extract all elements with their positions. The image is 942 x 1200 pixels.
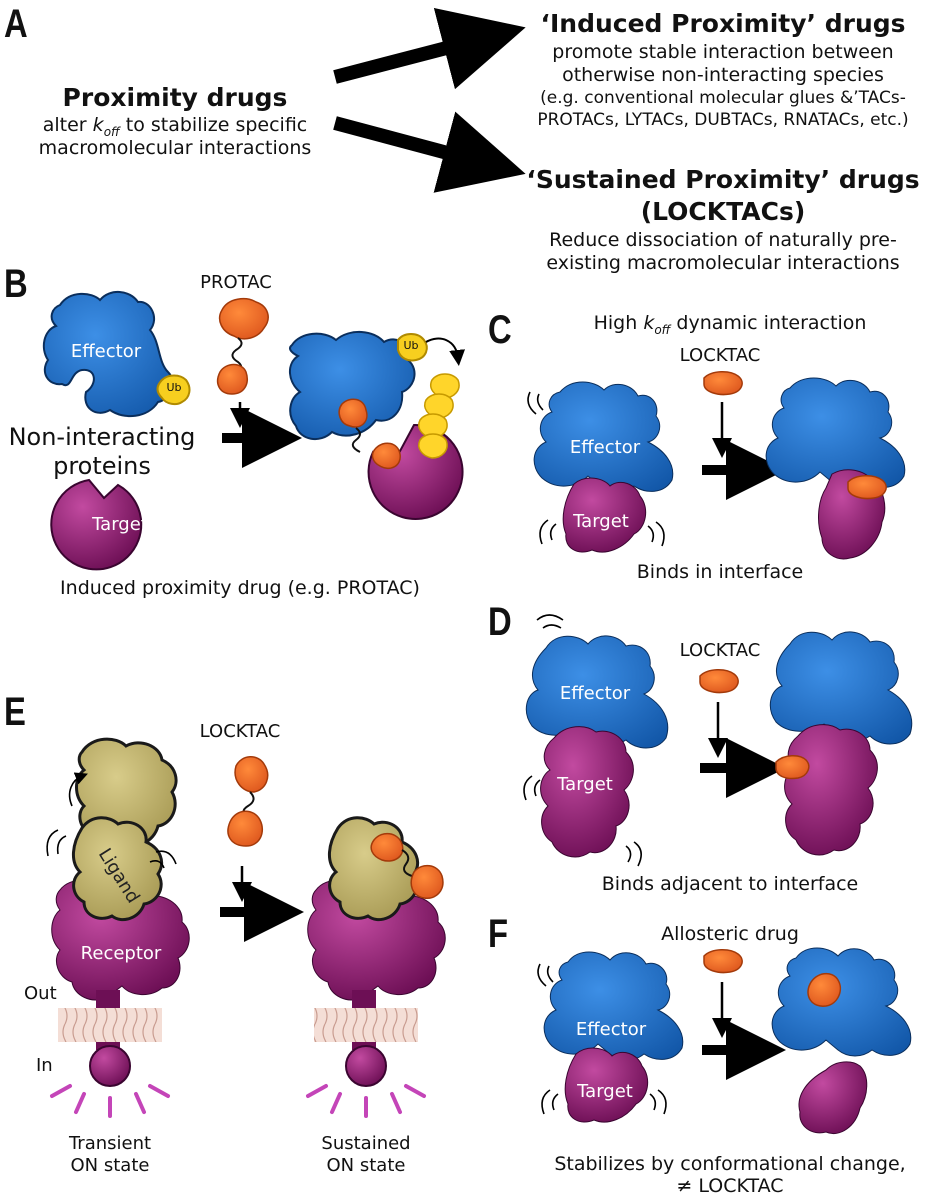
effector-label-d: Effector	[559, 683, 631, 704]
target-label-b: Target	[92, 514, 148, 535]
effector-protein-b-right	[289, 331, 416, 441]
ligand-bound-left	[72, 816, 163, 921]
locktac-label-c: LOCKTAC	[679, 345, 761, 366]
protac-warhead-top	[218, 297, 269, 340]
panel-d-caption: Binds adjacent to interface	[601, 873, 859, 895]
membrane-right	[314, 1008, 418, 1042]
non-interacting-label-1: Non-interacting	[8, 423, 196, 451]
effector-protein-f-left	[543, 951, 684, 1061]
allosteric-drug-small	[703, 949, 743, 974]
left-state-line1: Transient	[68, 1133, 152, 1154]
sustained-proximity-desc-2: existing macromolecular interactions	[546, 252, 900, 274]
induced-proximity-desc-4: PROTACs, LYTACs, DUBTACs, RNATACs, etc.)	[537, 110, 909, 130]
effector-protein-b-left	[42, 291, 174, 418]
effector-protein-d-left	[525, 635, 669, 749]
panel-c-title: High koff dynamic interaction	[593, 312, 867, 337]
ub-label-right: Ub	[403, 339, 419, 352]
protac-label: PROTAC	[200, 272, 272, 293]
protac-warhead-bottom	[216, 363, 248, 395]
panel-b-graphics	[42, 291, 466, 571]
membrane-left	[58, 1008, 162, 1042]
sustained-proximity-title: ‘Sustained Proximity’ drugs	[526, 165, 920, 194]
allosteric-drug-label: Allosteric drug	[661, 923, 799, 945]
target-protein-b-left	[50, 478, 143, 571]
panel-f-caption-1: Stabilizes by conformational change,	[554, 1153, 906, 1175]
panel-f-graphics	[537, 947, 912, 1134]
locktacs-title: (LOCKTACs)	[640, 197, 806, 226]
ub-icon-left	[156, 374, 191, 406]
out-label: Out	[24, 983, 57, 1004]
target-label-c: Target	[573, 511, 629, 532]
non-interacting-label-2: proteins	[53, 452, 151, 480]
target-label-f: Target	[577, 1081, 633, 1102]
proximity-drugs-subtitle-line1: alter koff to stabilize specific	[42, 114, 308, 139]
panel-e-graphics	[46, 737, 446, 1118]
effector-protein-c-left	[533, 381, 674, 493]
target-label-d: Target	[557, 774, 613, 795]
proximity-drugs-subtitle-line2: macromolecular interactions	[38, 137, 312, 159]
effector-label-b: Effector	[70, 341, 142, 362]
locktac-label-d: LOCKTAC	[679, 640, 761, 661]
right-state-line2: ON state	[326, 1155, 406, 1176]
right-state-line1: Sustained	[321, 1133, 411, 1154]
intracellular-domain-left	[89, 1045, 131, 1087]
sustained-proximity-desc-1: Reduce dissociation of naturally pre-	[549, 229, 897, 251]
panel-label-f: F	[488, 912, 508, 956]
target-protein-d-left	[540, 726, 634, 858]
signal-rays-right	[306, 1084, 426, 1118]
panel-b-caption: Induced proximity drug (e.g. PROTAC)	[60, 577, 420, 599]
ub-icon-right	[397, 333, 428, 362]
induced-proximity-desc-3: (e.g. conventional molecular glues &’TAC…	[540, 88, 906, 108]
locktac-c-small	[703, 371, 743, 396]
panel-a-arrows	[333, 7, 526, 193]
locktac-label-e: LOCKTAC	[199, 721, 281, 742]
panel-label-a: A	[4, 2, 28, 46]
intracellular-domain-right	[345, 1045, 387, 1087]
panel-label-b: B	[4, 262, 28, 306]
target-protein-f-left	[564, 1047, 649, 1123]
target-protein-b-right	[367, 423, 464, 520]
ub-label-left: Ub	[166, 381, 182, 394]
panel-c-graphics	[527, 371, 906, 560]
panel-label-c: C	[488, 308, 512, 352]
locktac-e	[234, 756, 269, 793]
panel-c-caption: Binds in interface	[636, 561, 804, 583]
proximity-drugs-title: Proximity drugs	[62, 83, 288, 112]
locktac-d-small	[699, 669, 739, 694]
induced-proximity-desc-1: promote stable interaction between	[552, 41, 894, 63]
left-state-line2: ON state	[70, 1155, 150, 1176]
induced-proximity-desc-2: otherwise non-interacting species	[562, 64, 884, 86]
induced-proximity-title: ‘Induced Proximity’ drugs	[540, 9, 906, 38]
effector-label-c: Effector	[569, 437, 641, 458]
signal-rays-left	[50, 1084, 170, 1118]
target-protein-c-left	[562, 477, 647, 553]
receptor-label: Receptor	[80, 943, 162, 964]
effector-label-f: Effector	[575, 1019, 647, 1040]
in-label: In	[36, 1055, 53, 1076]
panel-label-d: D	[488, 600, 512, 644]
panel-label-e: E	[4, 690, 26, 734]
panel-d-graphics	[523, 614, 913, 867]
panel-f-caption-2: ≠ LOCKTAC	[676, 1175, 784, 1197]
